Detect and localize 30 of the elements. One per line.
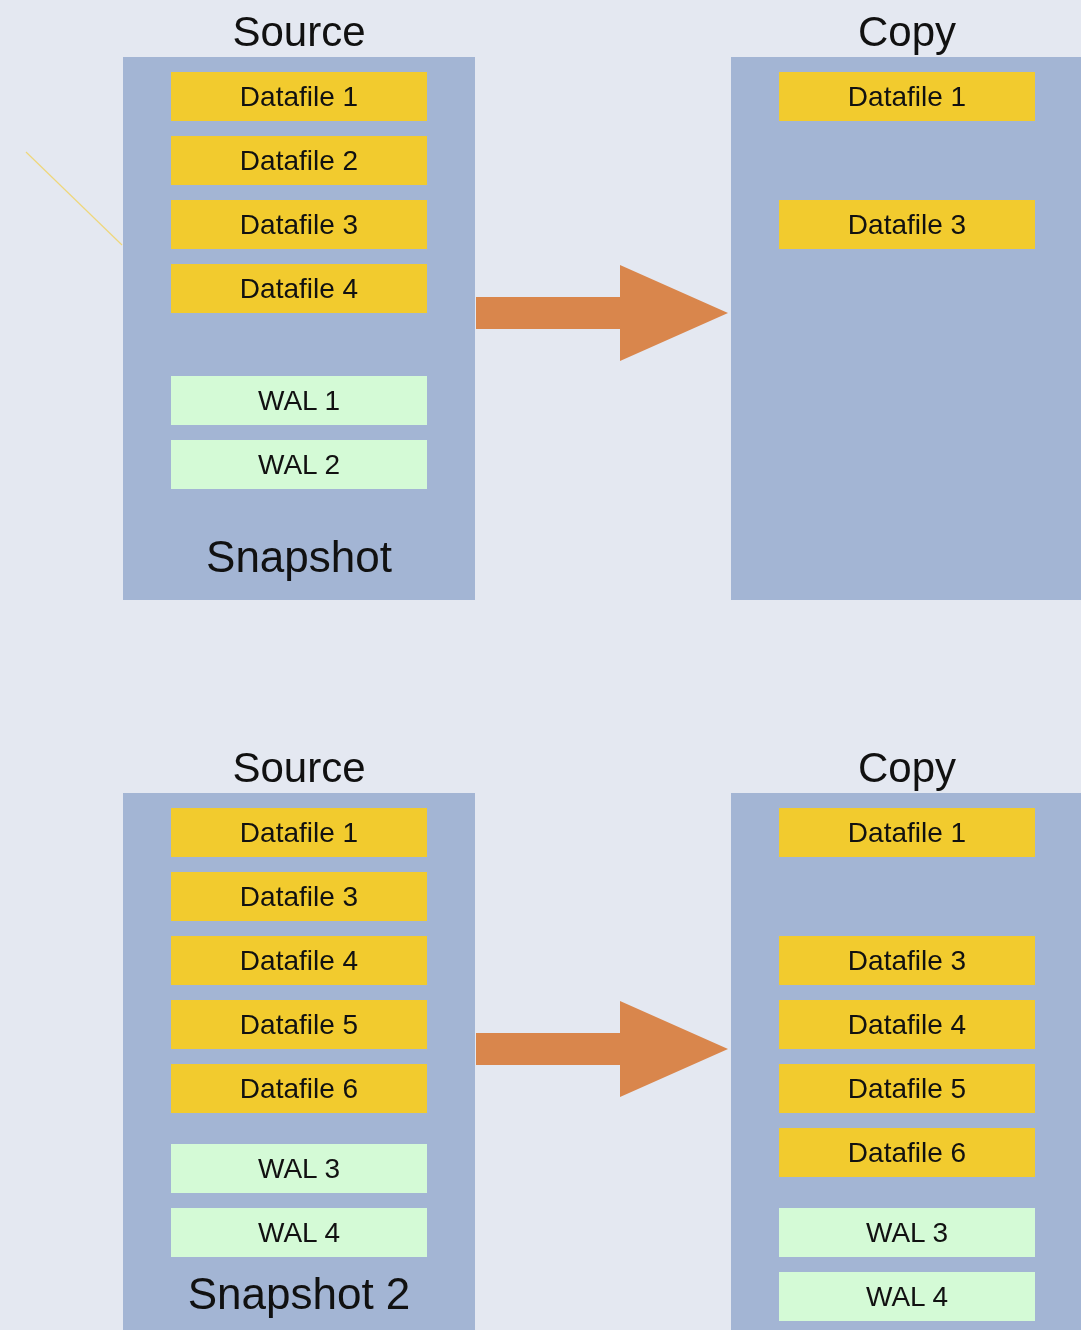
wal-box: WAL 1 <box>171 376 427 425</box>
datafile-box: Datafile 5 <box>171 1000 427 1049</box>
datafile-box: Datafile 3 <box>171 200 427 249</box>
datafile-box: Datafile 1 <box>171 808 427 857</box>
datafile-box: Datafile 3 <box>779 200 1035 249</box>
datafile-box: Datafile 4 <box>779 1000 1035 1049</box>
datafile-box: Datafile 1 <box>779 72 1035 121</box>
datafile-box: Datafile 1 <box>779 808 1035 857</box>
panel-heading: Copy <box>856 743 958 793</box>
datafile-box: Datafile 3 <box>779 936 1035 985</box>
datafile-box: Datafile 4 <box>171 936 427 985</box>
wal-box: WAL 4 <box>779 1272 1035 1321</box>
panel-heading: Source <box>231 743 367 793</box>
wal-box: WAL 3 <box>171 1144 427 1193</box>
panel-heading: Copy <box>856 7 958 57</box>
datafile-box: Datafile 6 <box>171 1064 427 1113</box>
datafile-box: Datafile 1 <box>171 72 427 121</box>
arrow <box>476 265 728 361</box>
snapshot-label: Snapshot 2 <box>186 1268 412 1320</box>
panel-heading: Source <box>231 7 367 57</box>
datafile-box: Datafile 6 <box>779 1128 1035 1177</box>
wal-box: WAL 3 <box>779 1208 1035 1257</box>
snapshot-label: Snapshot <box>205 531 393 583</box>
wal-box: WAL 2 <box>171 440 427 489</box>
datafile-box: Datafile 4 <box>171 264 427 313</box>
arrow <box>476 1001 728 1097</box>
datafile-box: Datafile 2 <box>171 136 427 185</box>
datafile-box: Datafile 3 <box>171 872 427 921</box>
wal-box: WAL 4 <box>171 1208 427 1257</box>
datafile-box: Datafile 5 <box>779 1064 1035 1113</box>
